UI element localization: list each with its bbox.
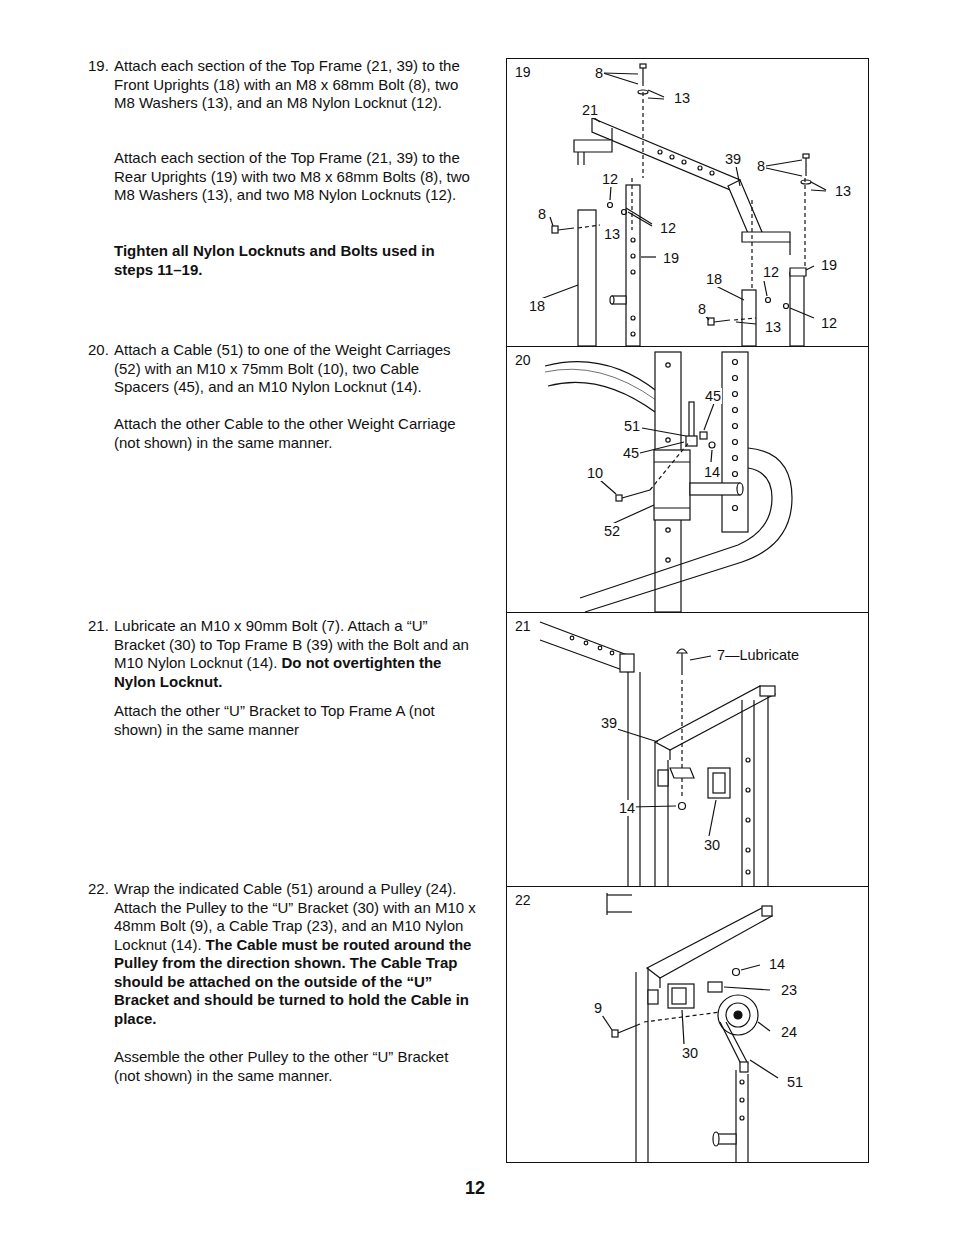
step-number: 20.	[88, 341, 109, 360]
step-number: 21.	[88, 617, 109, 636]
callout-number: 13	[603, 226, 621, 242]
instruction-text: Attach the other “U” Bracket to Top Fram…	[114, 702, 435, 738]
step-number: 22.	[88, 880, 109, 899]
callout-number: 30	[681, 1045, 699, 1061]
step-number: 19.	[88, 57, 109, 76]
callout-number: 10	[586, 465, 604, 481]
step-20-drawing	[545, 352, 792, 612]
callout-number: 51	[623, 418, 641, 434]
instruction-text: Assemble the other Pulley to the other “…	[114, 1048, 448, 1084]
callout-number: 8	[594, 65, 604, 81]
instruction-paragraph: Attach each section of the Top Frame (21…	[114, 149, 476, 205]
callout-number: 7—Lubricate	[716, 647, 800, 663]
step-panel: 21	[506, 612, 869, 887]
instruction-paragraph: Tighten all Nylon Locknuts and Bolts use…	[114, 242, 476, 279]
callout-number: 45	[704, 388, 722, 404]
callout-number: 12	[820, 315, 838, 331]
callout-number: 8	[537, 206, 547, 222]
callout-number: 52	[603, 523, 621, 539]
instruction-text: Attach each section of the Top Frame (21…	[114, 149, 470, 203]
instruction-paragraph: Lubricate an M10 x 90mm Bolt (7). Attach…	[114, 617, 476, 691]
instruction-paragraph: Assemble the other Pulley to the other “…	[114, 1048, 476, 1085]
callout-number: 14	[768, 956, 786, 972]
page-number: 12	[465, 1179, 485, 1198]
callout-number: 30	[703, 837, 721, 853]
callout-number: 24	[780, 1024, 798, 1040]
instruction-paragraph: Attach a Cable (51) to one of the Weight…	[114, 341, 476, 397]
callout-number: 13	[764, 319, 782, 335]
callout-number: 13	[834, 183, 852, 199]
instruction-paragraph: Attach each section of the Top Frame (21…	[114, 57, 476, 113]
callout-number: 39	[724, 151, 742, 167]
step-number: 19	[515, 64, 531, 80]
callout-number: 18	[528, 298, 546, 314]
callout-number: 51	[786, 1074, 804, 1090]
callout-number: 21	[581, 102, 599, 118]
callout-number: 19	[662, 250, 680, 266]
step-number: 22	[515, 892, 531, 908]
instruction-text: Tighten all Nylon Locknuts and Bolts use…	[114, 242, 435, 278]
callout-number: 18	[705, 271, 723, 287]
step-number: 20	[515, 352, 531, 368]
step-number: 21	[515, 618, 531, 634]
step-22-drawing	[602, 893, 778, 1162]
callout-number: 19	[820, 257, 838, 273]
callout-number: 12	[601, 171, 619, 187]
callout-number: 8	[756, 158, 766, 174]
callout-number: 39	[600, 715, 618, 731]
instruction-paragraph: Attach the other “U” Bracket to Top Fram…	[114, 702, 476, 739]
callout-number: 12	[659, 220, 677, 236]
step-19-drawing	[538, 64, 826, 346]
instruction-text: Attach a Cable (51) to one of the Weight…	[114, 341, 451, 395]
instruction-text: Attach each section of the Top Frame (21…	[114, 57, 460, 111]
callout-number: 9	[593, 1000, 603, 1016]
callout-number: 12	[762, 264, 780, 280]
instruction-paragraph: Attach the other Cable to the other Weig…	[114, 415, 476, 452]
callout-number: 45	[622, 445, 640, 461]
callout-number: 13	[673, 90, 691, 106]
instruction-text: Attach the other Cable to the other Weig…	[114, 415, 456, 451]
callout-number: 23	[780, 982, 798, 998]
instruction-paragraph: Wrap the indicated Cable (51) around a P…	[114, 880, 476, 1028]
callout-number: 14	[618, 800, 636, 816]
step-panel: 22	[506, 886, 869, 1163]
step-panel: 20	[506, 346, 869, 613]
callout-number: 14	[703, 464, 721, 480]
callout-number: 8	[697, 301, 707, 317]
